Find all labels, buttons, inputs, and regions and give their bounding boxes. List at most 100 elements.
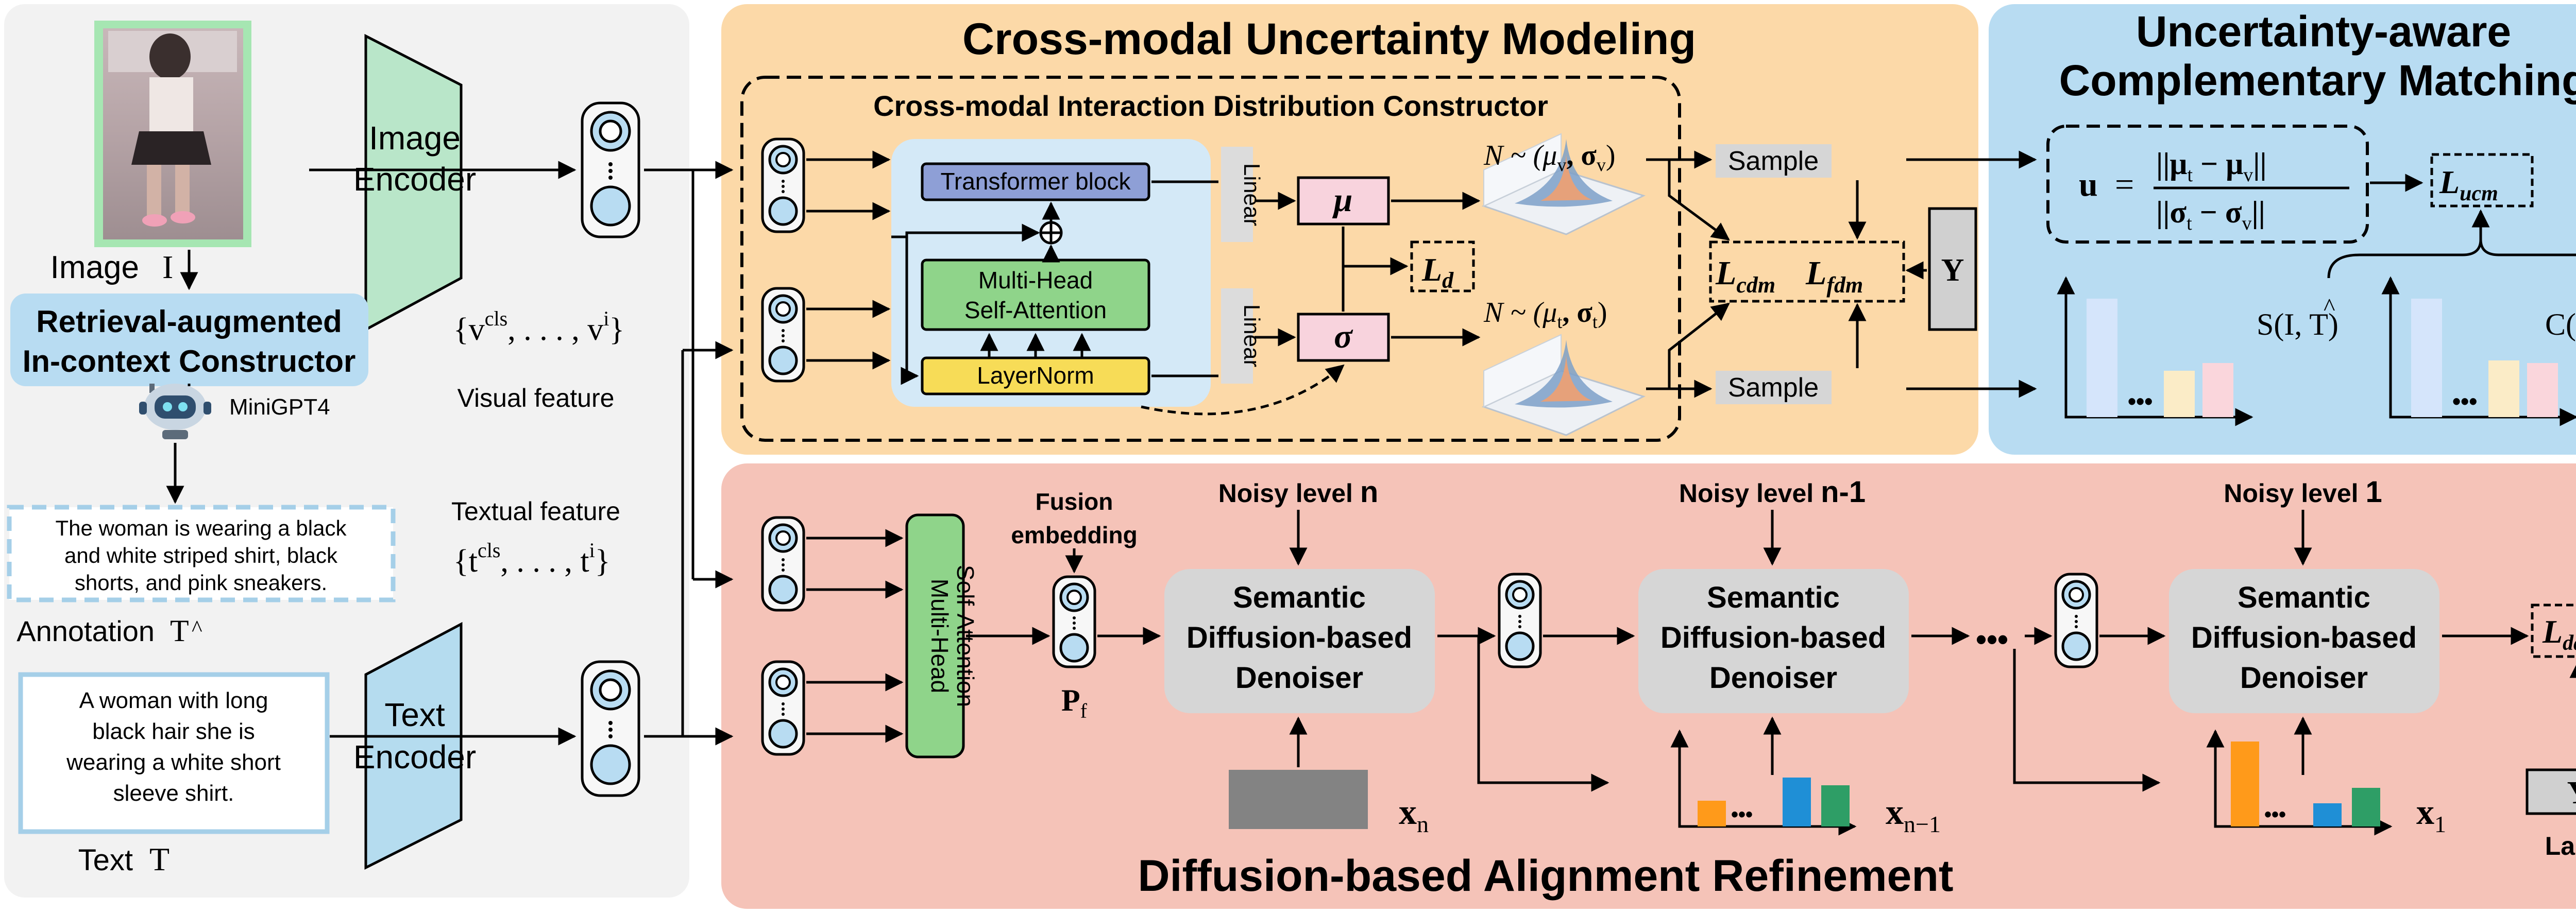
text-encoder-label-1: Text (384, 696, 445, 733)
denoiser-3 (2169, 569, 2439, 713)
s-bar-3 (2202, 363, 2233, 417)
c-bar-1 (2411, 299, 2442, 417)
denoiser-2-l1: Semantic (1707, 581, 1840, 614)
linear-bottom-box (1221, 288, 1253, 384)
denoiser-1-l1: Semantic (1233, 581, 1366, 614)
annotation-box (7, 505, 396, 602)
x1-bar-chart: ••• (2206, 729, 2393, 836)
sigma-box (1297, 313, 1390, 362)
dar-mhsa-label-1: Multi-Head (926, 579, 953, 693)
dar-capsule-text (761, 660, 805, 756)
x1-bar-2 (2313, 803, 2342, 826)
image-label: Image (50, 250, 139, 285)
annotation-text-2: and white striped shirt, black (64, 543, 338, 567)
denoiser-1-l3: Denoiser (1235, 661, 1363, 695)
dar-label-text: Label (2545, 832, 2576, 860)
x1-label: x1 (2416, 792, 2446, 837)
cm-mhsa-line1: Multi-Head (978, 267, 1093, 294)
cm-capsule-visual (761, 137, 805, 233)
sample-bottom-box (1716, 371, 1832, 404)
annotation-text-1: The woman is wearing a black (56, 516, 347, 540)
cm-mhsa-block (921, 258, 1150, 331)
image-encoder-label-2: Encoder (353, 161, 476, 198)
linear-top-label: Linear (1239, 163, 1264, 226)
denoiser-3-l3: Denoiser (2240, 661, 2368, 695)
u-numerator: ||μt − μv|| (2156, 147, 2267, 186)
dist-t-label: N ~ (μt, σt) (1483, 297, 1607, 332)
dar-capsule-mid-1 (1498, 573, 1542, 668)
s-hat: ^ (2324, 294, 2335, 321)
text-encoder: Text Encoder (353, 622, 476, 870)
text-feature-capsule (581, 660, 640, 797)
layernorm-label: LayerNorm (977, 362, 1094, 389)
xn1-bar-2 (1783, 778, 1811, 826)
fusion-label-1: Fusion (1036, 488, 1113, 515)
s-label: S(I, T) (2257, 307, 2338, 341)
denoiser-1 (1164, 569, 1435, 713)
cm-arrows (806, 150, 2037, 416)
denoiser-2-l3: Denoiser (1709, 661, 1837, 695)
text-input-1: A woman with long (79, 688, 268, 713)
s-bar-chart: ••• (2057, 276, 2253, 426)
textual-feature-label: Textual feature (451, 497, 620, 526)
c-ellipsis: ••• (2452, 388, 2477, 415)
visual-feature-set: {vcls, . . . , vi} (453, 307, 624, 347)
c-label: C(I, T) (2545, 307, 2576, 341)
dist-v-label: N ~ (μv, σv) (1483, 140, 1616, 175)
annotation-symbol: T (170, 614, 189, 648)
dar-y-label: Y (2567, 775, 2576, 810)
x1-bar-1 (2231, 741, 2259, 826)
uacm-title-line2: Complementary Matching (2059, 56, 2576, 105)
text-label: Text (78, 843, 133, 877)
l-fdm-label: Lfdm (1805, 254, 1863, 298)
dar-capsule-visual (761, 516, 805, 612)
dar-title: Diffusion-based Alignment Refinement (1138, 851, 1953, 901)
denoiser-2 (1638, 569, 1909, 713)
c-bar-2 (2488, 360, 2519, 417)
dar-mid-ellipsis: ••• (1976, 622, 2008, 657)
u-equals: = (2115, 166, 2134, 203)
minigpt-robot-icon (139, 384, 211, 439)
pf-label: Pf (1061, 683, 1088, 722)
annotation-label: Annotation (16, 615, 155, 647)
s-bar-2 (2164, 371, 2195, 417)
text-symbol: T (149, 841, 170, 877)
xn1-bar-1 (1698, 801, 1726, 826)
denoiser-3-l2: Diffusion-based (2191, 621, 2417, 654)
l-cdm-fdm-box (1709, 240, 1905, 303)
image-encoder-label-1: Image (369, 119, 461, 157)
dar-capsule-mid-2 (2054, 573, 2098, 668)
visual-feature-label: Visual feature (457, 384, 615, 412)
l-d-box (1410, 240, 1475, 292)
l-dar-label: Ldar (2542, 613, 2576, 655)
text-input-3: wearing a white short (66, 750, 281, 775)
text-encoder-label-2: Encoder (353, 738, 476, 775)
c-bar-3 (2527, 363, 2558, 417)
s-ellipsis: ••• (2128, 388, 2153, 415)
uacm-title-line1: Uncertainty-aware (2136, 7, 2511, 56)
u-denominator: ||σt − σv|| (2156, 195, 2265, 234)
transformer-label: Transformer block (941, 168, 1131, 195)
fusion-capsule (1052, 575, 1096, 668)
denoiser-1-l2: Diffusion-based (1187, 621, 1412, 654)
c-bar-chart: ••• (2381, 276, 2576, 426)
cm-mhsa-line2: Self-Attention (964, 297, 1107, 323)
pedestrian-image (94, 21, 251, 247)
l-ucm-box (2430, 153, 2534, 208)
noisy-level-1: Noisy level 1 (2224, 475, 2382, 509)
xn1-bar-3 (1821, 785, 1850, 826)
constructor-dashed-box (740, 76, 1681, 442)
x1-ellipsis: ••• (2264, 803, 2286, 826)
linear-top-box (1221, 147, 1253, 242)
annotation-hat: ^ (192, 616, 202, 641)
constructor-title: Cross-modal Interaction Distribution Con… (873, 90, 1548, 122)
transformer-block (921, 162, 1150, 201)
cm-y-label: Y (1941, 253, 1964, 288)
dar-y-box (2526, 768, 2576, 815)
xn1-ellipsis: ••• (1731, 803, 1753, 826)
sigma-symbol: σ (1334, 318, 1353, 355)
sample-top-box (1716, 144, 1832, 178)
noisy-level-n: Noisy level n (1218, 475, 1379, 509)
ric-line2: In-context Constructor (23, 344, 356, 378)
mu-symbol: μ (1332, 181, 1353, 219)
